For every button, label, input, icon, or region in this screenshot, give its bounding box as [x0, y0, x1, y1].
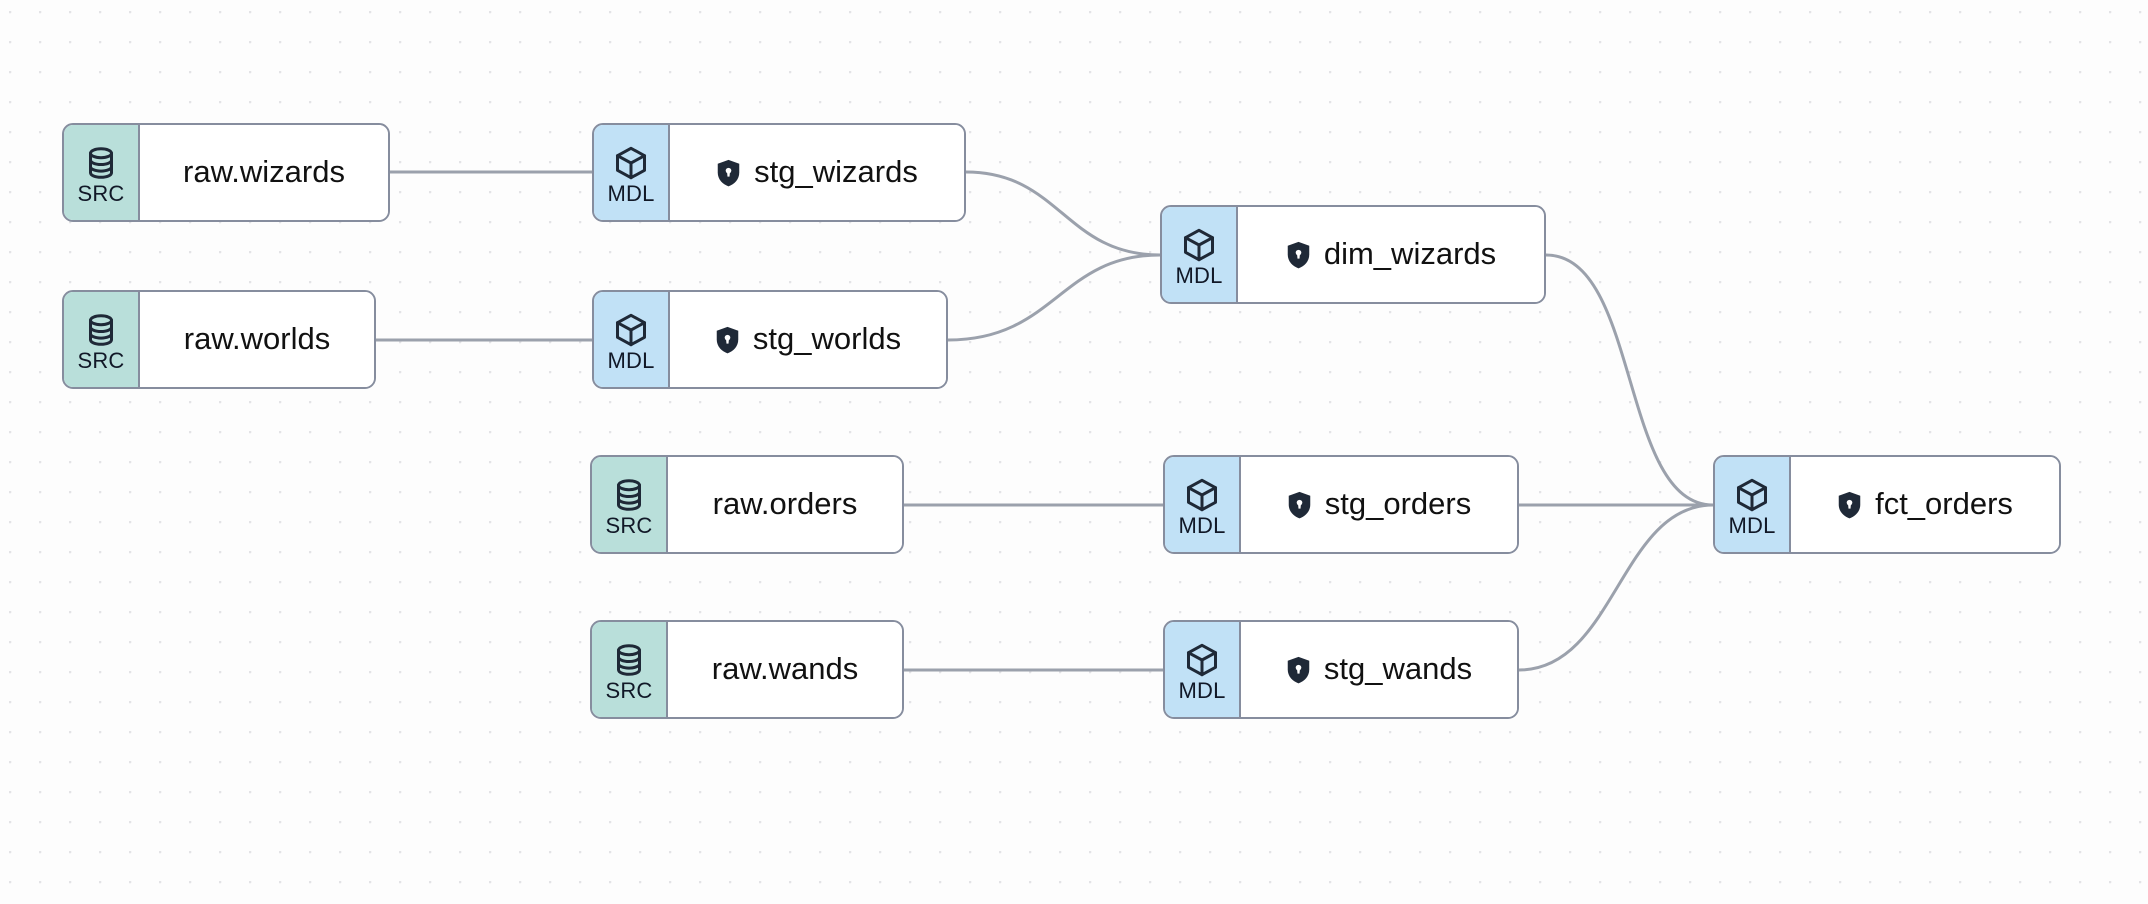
cube-icon: [1184, 477, 1220, 513]
cube-icon: [613, 145, 649, 181]
node-title: fct_orders: [1875, 486, 2013, 522]
node-body-raw_wands: raw.wands: [668, 622, 902, 717]
node-body-stg_orders: stg_orders: [1241, 457, 1517, 552]
node-title: stg_orders: [1324, 486, 1472, 522]
node-type-label: MDL: [607, 347, 655, 373]
node-title: stg_worlds: [752, 321, 902, 357]
node-type-label: SRC: [77, 180, 125, 206]
node-dim_wizards[interactable]: MDL dim_wizards: [1160, 205, 1546, 304]
node-raw_orders[interactable]: SRC raw.orders: [590, 455, 904, 554]
node-body-stg_worlds: stg_worlds: [670, 292, 946, 387]
node-stg_orders[interactable]: MDL stg_orders: [1163, 455, 1519, 554]
node-body-stg_wands: stg_wands: [1241, 622, 1517, 717]
node-raw_wands[interactable]: SRC raw.wands: [590, 620, 904, 719]
node-body-raw_worlds: raw.worlds: [140, 292, 374, 387]
node-body-raw_orders: raw.orders: [668, 457, 902, 552]
node-title: stg_wizards: [754, 154, 918, 190]
shield-lock-icon: [1286, 241, 1311, 269]
node-type-label: MDL: [1175, 262, 1223, 288]
edge-stg_wands-to-fct_orders[interactable]: [1517, 503, 1715, 672]
node-type-badge-dim_wizards: MDL: [1162, 207, 1238, 302]
node-type-badge-stg_wands: MDL: [1165, 622, 1241, 717]
shield-lock-icon: [1286, 656, 1311, 684]
node-type-label: SRC: [77, 347, 125, 373]
database-icon: [83, 312, 119, 348]
node-title: raw.wands: [711, 651, 859, 687]
shield-lock-icon: [1287, 491, 1312, 519]
node-type-label: SRC: [605, 677, 653, 703]
node-type-badge-raw_wands: SRC: [592, 622, 668, 717]
node-type-label: MDL: [607, 180, 655, 206]
cube-icon: [1181, 227, 1217, 263]
node-type-badge-raw_worlds: SRC: [64, 292, 140, 387]
edge-stg_wizards-to-dim_wizards[interactable]: [964, 170, 1162, 257]
node-title: stg_wands: [1323, 651, 1473, 687]
node-body-stg_wizards: stg_wizards: [670, 125, 964, 220]
node-stg_wands[interactable]: MDL stg_wands: [1163, 620, 1519, 719]
node-type-badge-fct_orders: MDL: [1715, 457, 1791, 552]
database-icon: [611, 477, 647, 513]
node-title: raw.worlds: [183, 321, 331, 357]
shield-lock-icon: [1837, 491, 1862, 519]
node-fct_orders[interactable]: MDL fct_orders: [1713, 455, 2061, 554]
shield-lock-icon: [716, 159, 741, 187]
node-type-badge-raw_wizards: SRC: [64, 125, 140, 220]
node-title: dim_wizards: [1323, 236, 1497, 272]
node-stg_worlds[interactable]: MDL stg_worlds: [592, 290, 948, 389]
node-title: raw.wizards: [183, 154, 345, 190]
node-raw_wizards[interactable]: SRC raw.wizards: [62, 123, 390, 222]
node-body-dim_wizards: dim_wizards: [1238, 207, 1544, 302]
database-icon: [611, 642, 647, 678]
node-type-badge-stg_worlds: MDL: [594, 292, 670, 387]
node-title: raw.orders: [712, 486, 858, 522]
node-type-label: MDL: [1178, 677, 1226, 703]
node-stg_wizards[interactable]: MDL stg_wizards: [592, 123, 966, 222]
node-type-badge-stg_orders: MDL: [1165, 457, 1241, 552]
node-type-label: MDL: [1178, 512, 1226, 538]
node-body-raw_wizards: raw.wizards: [140, 125, 388, 220]
node-type-label: SRC: [605, 512, 653, 538]
node-type-badge-stg_wizards: MDL: [594, 125, 670, 220]
node-raw_worlds[interactable]: SRC raw.worlds: [62, 290, 376, 389]
cube-icon: [1184, 642, 1220, 678]
node-type-badge-raw_orders: SRC: [592, 457, 668, 552]
node-body-fct_orders: fct_orders: [1791, 457, 2059, 552]
database-icon: [83, 145, 119, 181]
shield-lock-icon: [715, 326, 740, 354]
edge-stg_worlds-to-dim_wizards[interactable]: [946, 253, 1162, 342]
node-type-label: MDL: [1728, 512, 1776, 538]
cube-icon: [613, 312, 649, 348]
cube-icon: [1734, 477, 1770, 513]
edge-dim_wizards-to-fct_orders[interactable]: [1544, 253, 1715, 507]
